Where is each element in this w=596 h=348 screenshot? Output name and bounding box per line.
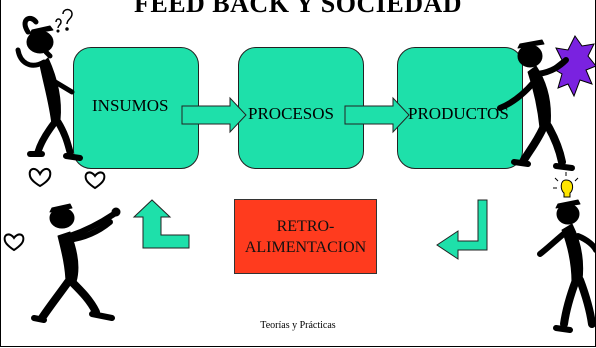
insumos-label: INSUMOS <box>92 96 169 115</box>
thinking-figure-illustration <box>15 15 83 161</box>
feedback-arrow-left <box>132 199 190 249</box>
question-mark-icon <box>55 8 73 33</box>
feedback-arrow-right <box>436 199 488 260</box>
arrow-procesos-productos <box>344 96 410 134</box>
pointing-figure-illustration <box>497 39 575 171</box>
retroalimentacion-label-line1: RETRO- <box>276 217 335 235</box>
kneeling-figure-illustration <box>31 203 121 323</box>
retroalimentacion-label-line2: ALIMENTACION <box>244 238 367 256</box>
productos-label: PRODUCTOS <box>408 104 509 123</box>
procesos-label: PROCESOS <box>248 104 334 123</box>
light-bulb-icon <box>553 172 579 198</box>
retroalimentacion-box: RETRO- ALIMENTACION <box>234 199 377 274</box>
idea-figure-illustration <box>537 199 596 333</box>
insumos-box <box>73 47 199 169</box>
slide-title: FEED BACK Y SOCIEDAD <box>133 0 463 18</box>
arrow-insumos-procesos <box>181 96 247 134</box>
heart-icons <box>3 168 106 252</box>
starburst-icon <box>551 35 596 98</box>
footer-text: Teorías y Prácticas <box>260 320 336 331</box>
